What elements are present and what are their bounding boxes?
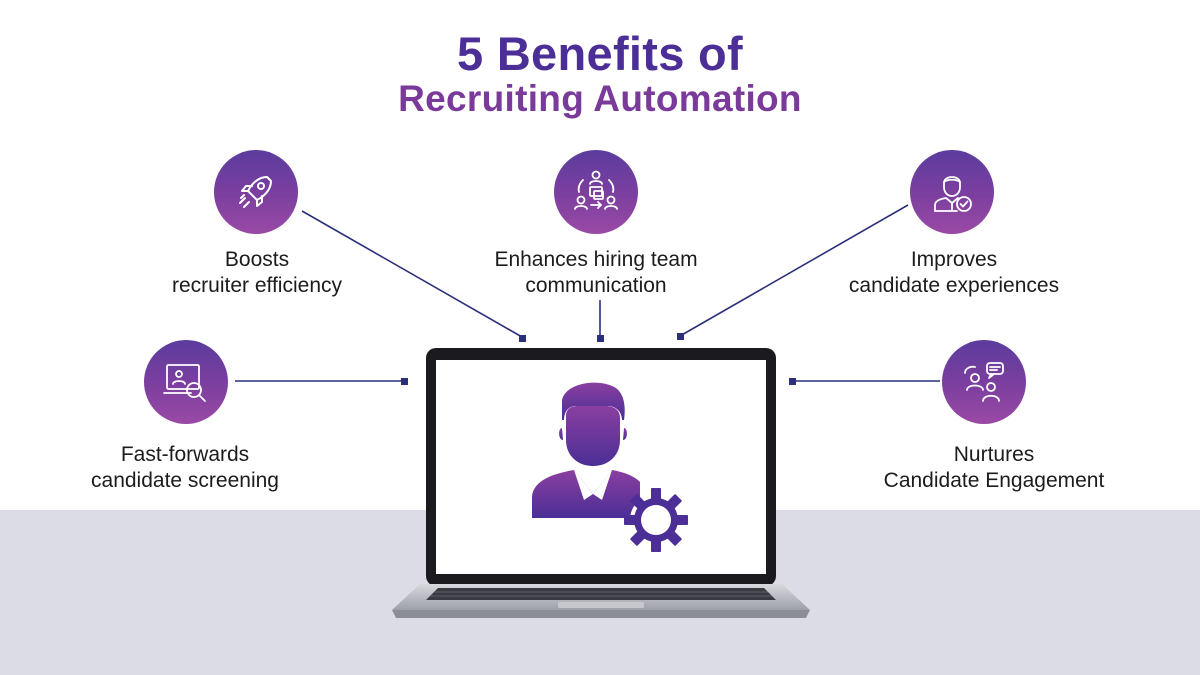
- badge-efficiency: [214, 150, 298, 234]
- rocket-icon: [239, 176, 272, 208]
- laptop-illustration: [392, 348, 810, 618]
- page-title: 5 Benefits of: [457, 27, 743, 80]
- badge-communication: [554, 150, 638, 234]
- label-experiences: Improves candidate experiences: [848, 248, 1060, 297]
- team-communication-icon: [574, 170, 618, 210]
- page-subtitle: Recruiting Automation: [398, 78, 802, 119]
- laptop-trackpad: [558, 602, 644, 608]
- candidate-check-icon: [934, 176, 972, 212]
- label-screening: Fast-forwards candidate screening: [91, 443, 279, 492]
- gear-icon: [624, 488, 688, 552]
- label-efficiency: Boosts recruiter efficiency: [171, 248, 342, 297]
- badge-engagement: [942, 340, 1026, 424]
- recruiter-icon: [532, 382, 640, 518]
- chat-people-icon: [964, 362, 1004, 402]
- screen-search-icon: [163, 364, 206, 402]
- connector-efficiency: [301, 210, 523, 338]
- label-communication: Enhances hiring team communication: [494, 248, 698, 297]
- connector-experiences: [679, 204, 909, 337]
- label-engagement: Nurtures Candidate Engagement: [883, 443, 1105, 492]
- badge-screening: [144, 340, 228, 424]
- badge-experiences: [910, 150, 994, 234]
